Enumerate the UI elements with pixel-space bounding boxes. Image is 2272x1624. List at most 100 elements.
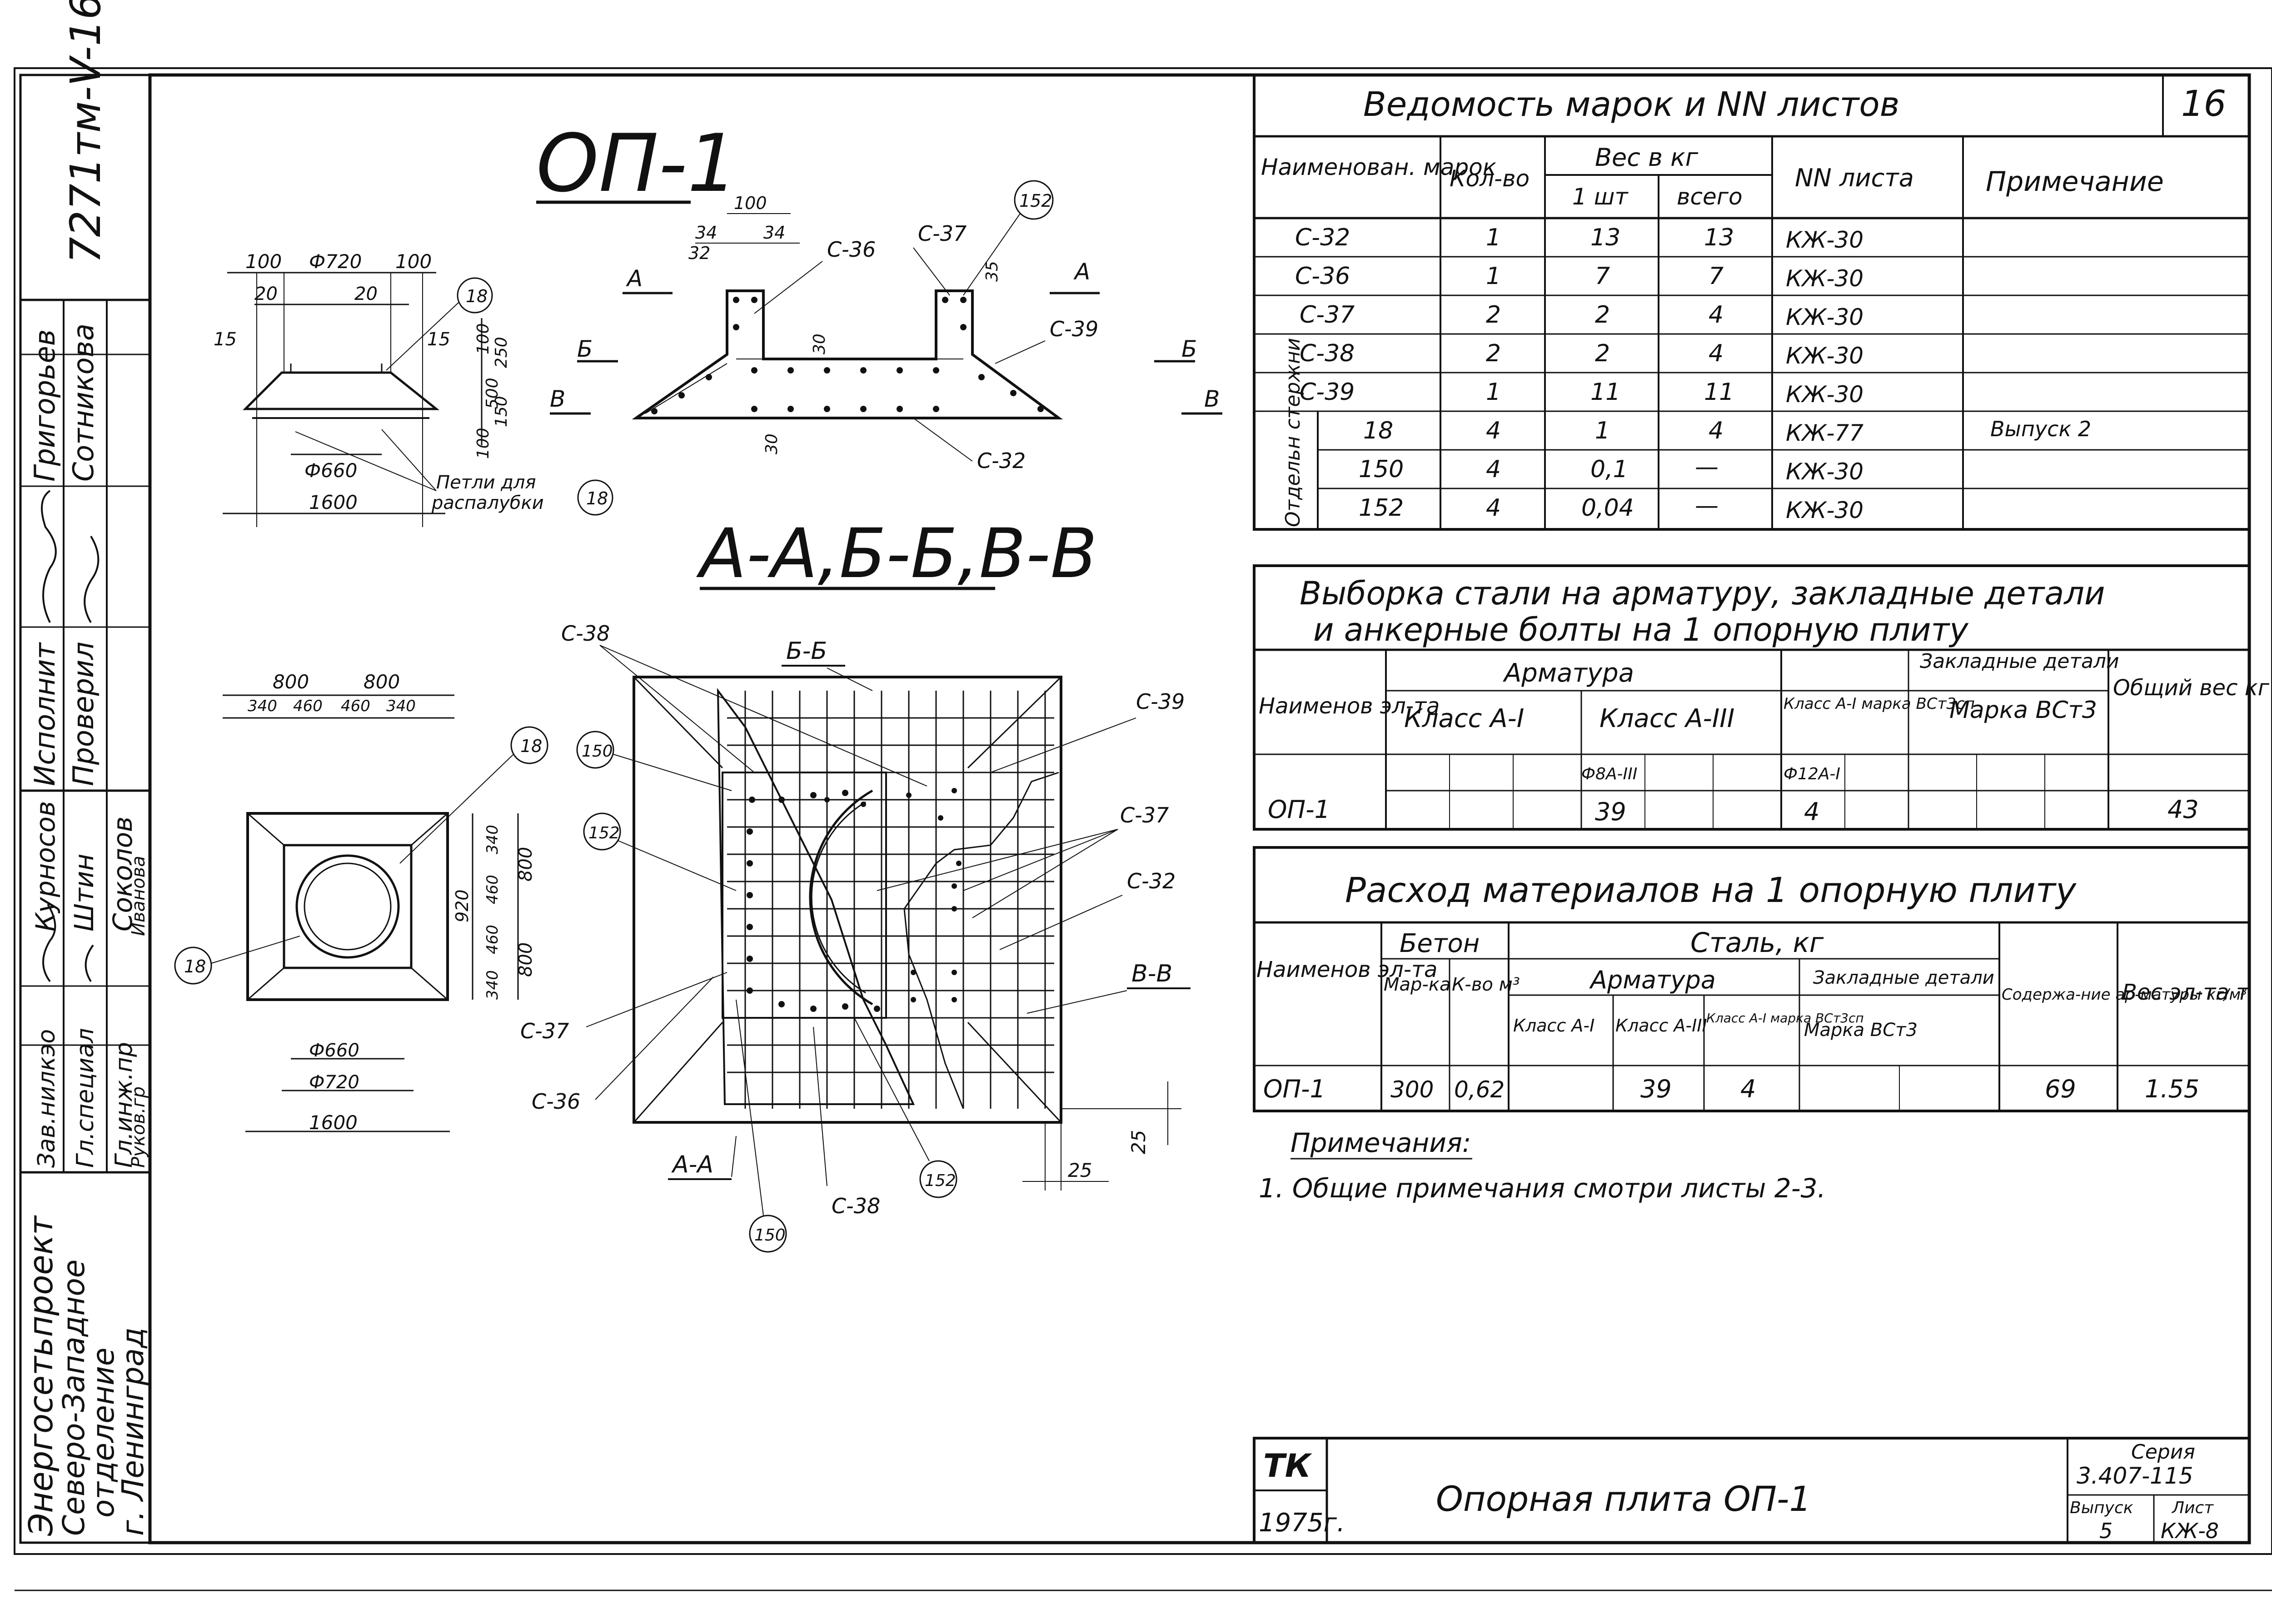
signature-1 — [41, 490, 57, 623]
label-c38-bottom: C-38 — [832, 1194, 880, 1218]
dim-p-10: 460 — [483, 925, 502, 954]
svg-text:С-39: С-39 — [1300, 379, 1355, 406]
label-c37-top: C-37 — [918, 221, 967, 246]
name-6: Иванова — [128, 856, 149, 936]
svg-text:КЖ-30: КЖ-30 — [1786, 497, 1863, 523]
svg-text:С-37: С-37 — [1300, 301, 1355, 329]
svg-text:1: 1 — [1486, 379, 1501, 406]
st-row-a3: 39 — [1595, 797, 1626, 826]
dim-s-6: 30 — [810, 334, 829, 354]
cut-mark-a-left: А — [626, 265, 643, 292]
svg-text:152: 152 — [1359, 494, 1404, 522]
dim-s-2: 34 — [695, 223, 717, 243]
role-5: Гл.инж.пр — [110, 1042, 138, 1168]
dim-e-3: 100 — [395, 250, 432, 273]
mat-row-a1m: 4 — [1740, 1075, 1756, 1103]
mt-h-w1: 1 шт — [1572, 184, 1629, 210]
svg-text:7: 7 — [1595, 263, 1610, 290]
dim-p-8: 340 — [483, 825, 502, 854]
dim-e-6: 15 — [214, 329, 237, 350]
dim-e-1: 100 — [245, 250, 282, 273]
role-2: Проверил — [67, 642, 100, 786]
mat-row-weight: 1.55 — [2145, 1075, 2199, 1103]
svg-text:4: 4 — [1486, 494, 1501, 522]
name-2: Сотникова — [67, 324, 100, 482]
dim-e-11: 150 — [492, 396, 511, 427]
svg-text:КЖ-30: КЖ-30 — [1786, 265, 1863, 292]
mt-row: 150 4 0,1 — КЖ-30 — [1359, 453, 1863, 485]
mat-h-concrete: Бетон — [1400, 929, 1480, 958]
org-line-2: Северо-Западное — [56, 1260, 91, 1536]
dim-p-3: 340 — [248, 697, 277, 715]
petli-label-1: Петли для — [436, 472, 536, 493]
mat-h-a1: Класс А-I — [1513, 1016, 1594, 1036]
mt-h-wt: всего — [1677, 184, 1743, 210]
dim-s-3: 34 — [763, 223, 785, 243]
section-a-a: А-А — [671, 1151, 713, 1178]
mat-h-content: Содержа-ние ар-матуры кг/м³ — [2002, 986, 2247, 1004]
section-elevation: А А Б Б В В 100 34 34 32 35 30 30 C-36 C… — [550, 180, 1222, 473]
label-c36-plan: C-36 — [532, 1089, 580, 1114]
mat-row-content: 69 — [2045, 1075, 2076, 1103]
svg-text:11: 11 — [1704, 379, 1734, 406]
svg-text:С-38: С-38 — [1300, 340, 1355, 367]
dim-p-13: 800 — [515, 942, 536, 977]
dim-e-12: 100 — [474, 428, 493, 459]
sections-title: А-А,Б-Б,В-В — [696, 514, 1097, 593]
svg-text:КЖ-30: КЖ-30 — [1786, 381, 1863, 408]
st-title-1: Выборка стали на арматуру, закладные дет… — [1300, 575, 2105, 612]
stamp-code: 7271тм-V-16 — [61, 0, 110, 264]
rebar-callout-150-b-text: 150 — [754, 1226, 786, 1245]
cut-edge — [717, 687, 915, 1105]
dim-e-2: Ф720 — [309, 250, 362, 273]
dim-plan-25-h: 25 — [1068, 1159, 1092, 1181]
org-line-4: г. Ленинград — [115, 1327, 150, 1536]
mt-group-label: Отдельн стержни — [1281, 338, 1305, 527]
dim-plan-25-v: 25 — [1127, 1130, 1150, 1154]
mat-title: Расход материалов на 1 опорную плиту — [1345, 870, 2077, 910]
st-row-total: 43 — [2167, 795, 2199, 824]
dim-p-16: 1600 — [309, 1111, 358, 1134]
svg-text:18: 18 — [1363, 417, 1393, 444]
rebar-callout-152-b-text: 152 — [588, 824, 620, 842]
svg-text:Выпуск 2: Выпуск 2 — [1990, 417, 2091, 441]
svg-text:1: 1 — [1595, 417, 1610, 444]
dim-p-6: 340 — [386, 697, 416, 715]
title-block: ТК 1975г. Опорная плита ОП-1 Серия 3.407… — [1253, 1437, 2251, 1544]
elevation-left: 100 Ф720 100 20 20 15 15 100 250 500 150… — [214, 250, 613, 527]
svg-text:2: 2 — [1486, 301, 1501, 329]
rebar-callout-150-a — [576, 731, 614, 769]
dim-p-4: 460 — [293, 697, 323, 715]
svg-text:1: 1 — [1486, 224, 1501, 251]
svg-text:13: 13 — [1704, 224, 1734, 251]
tb-series: 3.407-115 — [2077, 1463, 2193, 1489]
rebar-callout-18-d-text: 18 — [184, 956, 206, 976]
rebar-callout-18-c-text: 18 — [520, 736, 542, 756]
svg-text:2: 2 — [1595, 301, 1610, 329]
label-c37-plan: C-37 — [1120, 803, 1169, 827]
dim-e-7: 15 — [427, 329, 450, 350]
rebar-callout-18-b-text: 18 — [586, 488, 608, 508]
dim-e-10: 500 — [483, 378, 502, 409]
label-c32-plan: C-32 — [1127, 869, 1176, 893]
role-1: Исполнит — [28, 642, 61, 786]
mt-h-name: Наименован. марок — [1261, 154, 1496, 180]
dim-e-4: 20 — [254, 284, 278, 304]
svg-text:4: 4 — [1486, 417, 1501, 444]
st-title-2: и анкерные болты на 1 опорную плиту — [1313, 611, 1969, 648]
st-h-emb-mark: Марка ВСт3 — [1949, 697, 2097, 724]
tb-year: 1975г. — [1259, 1508, 1345, 1538]
svg-text:0,04: 0,04 — [1581, 494, 1634, 522]
tb-sheet: КЖ-8 — [2161, 1519, 2219, 1543]
dim-e-9: 250 — [492, 337, 511, 368]
drawing-title: ОП-1 — [536, 118, 738, 210]
section-v-v: В-В — [1131, 960, 1172, 987]
st-sub-a3: Ф8А-III — [1581, 765, 1637, 783]
mat-h-steel: Сталь, кг — [1690, 927, 1824, 959]
st-h-total: Общий вес кг — [2113, 675, 2270, 701]
cut-mark-b-left: Б — [577, 336, 593, 362]
svg-text:13: 13 — [1590, 224, 1620, 251]
dim-p-1: 800 — [273, 671, 309, 693]
mat-h-emb-mark: Марка ВСт3 — [1804, 1020, 1918, 1041]
